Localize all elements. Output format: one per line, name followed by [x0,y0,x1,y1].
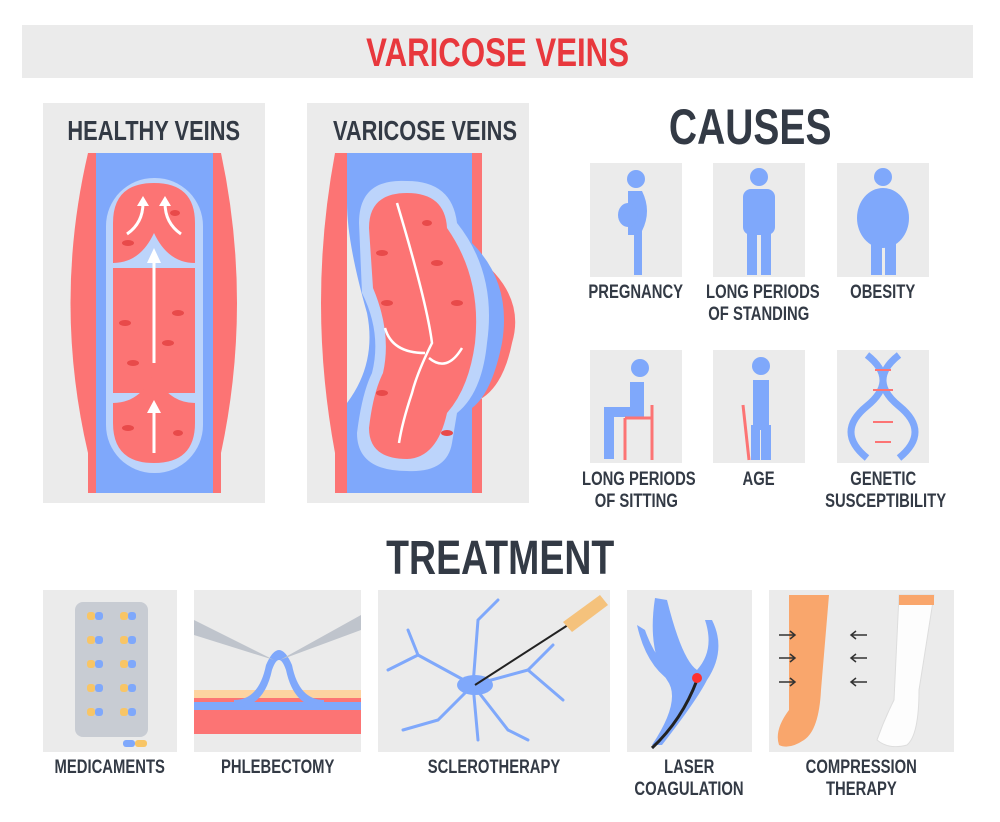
cause-label: OBESITY [850,282,916,303]
title-banner: VARICOSE VEINS [22,25,973,78]
cause-label: PREGNANCY [588,282,684,303]
laser-coagulation-icon [627,590,752,752]
cause-standing-icon [713,163,805,277]
causes-heading: CAUSES [668,99,832,155]
treatment-label: MEDICAMENTS [54,757,166,778]
compression-therapy-icon [769,590,954,752]
treatment-heading: TREATMENT [385,532,615,585]
healthy-veins-panel: HEALTHY VEINS [43,103,265,503]
healthy-vein-illustration [70,153,237,493]
page-title: VARICOSE VEINS [366,31,629,75]
cause-obesity-icon [837,163,929,277]
treatment-label: PHLEBECTOMY [220,757,335,778]
medicaments-pills-icon [43,590,177,752]
cause-genetic-dna-icon [837,350,929,463]
treatment-label: SCLEROTHERAPY [427,757,561,778]
cause-age-icon [713,350,805,463]
cause-sitting-icon [590,350,682,463]
varicose-vein-illustration [321,153,516,493]
panel-title: VARICOSE VEINS [332,115,518,146]
cause-label: AGE [742,469,776,490]
panel-title: HEALTHY VEINS [67,115,241,146]
varicose-veins-panel: VARICOSE VEINS [307,103,529,503]
phlebectomy-icon [194,590,361,752]
sclerotherapy-icon [378,590,610,752]
cause-pregnancy-icon [590,163,682,277]
